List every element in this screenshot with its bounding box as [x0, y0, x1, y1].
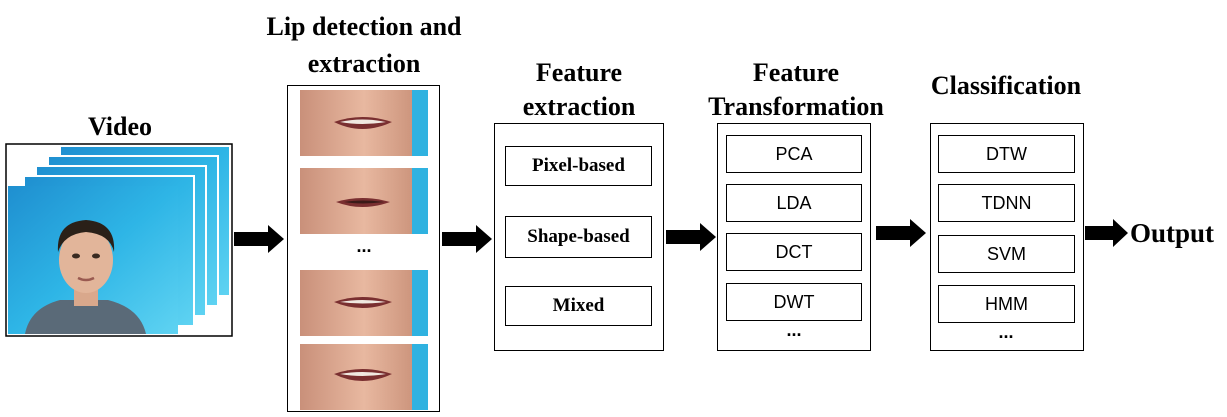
feature-transformation-item-pca: PCA — [726, 135, 862, 173]
feature-transformation-title-line1: Feature — [752, 58, 840, 87]
feature-transformation-item-dwt: DWT — [726, 283, 862, 321]
classification-item-dtw: DTW — [938, 135, 1075, 173]
classification-ellipsis: ... — [998, 322, 1014, 342]
arrow-classification-to-output — [1085, 219, 1128, 247]
arrow-video-to-lip — [234, 225, 284, 253]
output-label: Output — [1130, 218, 1215, 248]
video-frame-stack — [5, 143, 233, 337]
classification-item-svm: SVM — [938, 235, 1075, 273]
feature-extraction-item-mixed: Mixed — [505, 286, 652, 326]
feature-extraction-item-pixel-based: Pixel-based — [505, 146, 652, 186]
arrow-extraction-to-transformation — [666, 223, 716, 251]
mouth-frame-2 — [300, 168, 428, 234]
speaker-figure — [25, 220, 146, 334]
feature-transformation-ellipsis: ... — [786, 320, 802, 340]
feature-extraction-item-shape-based: Shape-based — [505, 216, 652, 258]
lip-frames-ellipsis: ... — [356, 236, 372, 256]
feature-transformation-item-lda: LDA — [726, 184, 862, 222]
lip-frames — [300, 90, 428, 410]
feature-extraction-title-line1: Feature — [535, 58, 623, 87]
classification-item-tdnn: TDNN — [938, 184, 1075, 222]
mouth-frame-3 — [300, 270, 428, 336]
feature-transformation-title-line2: Transformation — [708, 92, 884, 121]
arrow-transformation-to-classification — [876, 219, 926, 247]
mouth-frame-4 — [300, 344, 428, 410]
classification-title: Classification — [930, 71, 1082, 100]
lip-stage-title-line2: extraction — [307, 49, 421, 78]
mouth-frame-1 — [300, 90, 428, 156]
arrow-lip-to-feature-extraction — [442, 225, 492, 253]
video-title: Video — [87, 112, 153, 141]
classification-item-hmm: HMM — [938, 285, 1075, 323]
lip-stage-title-line1: Lip detection and — [266, 12, 462, 41]
feature-extraction-title-line2: extraction — [522, 92, 636, 121]
feature-transformation-item-dct: DCT — [726, 233, 862, 271]
